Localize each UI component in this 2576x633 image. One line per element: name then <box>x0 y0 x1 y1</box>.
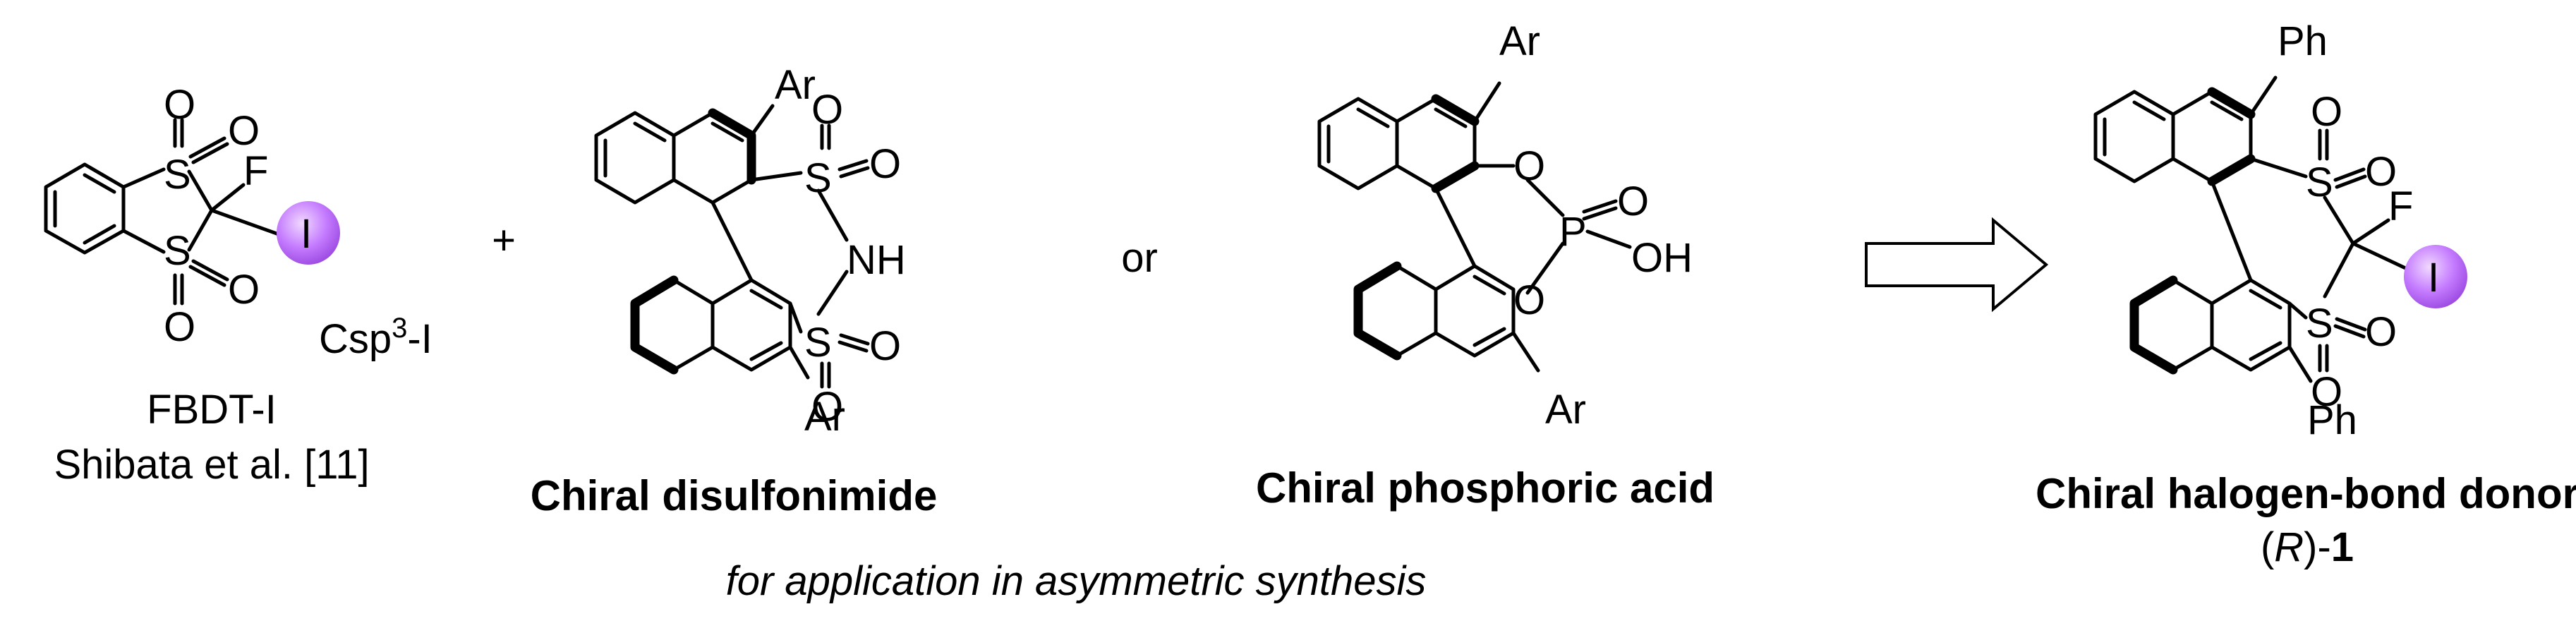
disulfonimide-ar-bonds <box>749 104 810 380</box>
donor-atom-s1: S <box>2306 159 2333 205</box>
phosphoric-atom-o-double: O <box>1617 179 1649 224</box>
phosphoric-p-o-bonds <box>1582 199 1632 249</box>
phosphoric-ring-bonds <box>1473 164 1565 335</box>
fbdt-i-structure: S S O O O O F I Csp3-I FBDT-I Shibata et… <box>44 82 433 488</box>
fbdt-atom-i: I <box>301 211 312 257</box>
phosphoric-atom-oh: OH <box>1631 235 1693 281</box>
plus-sign: + <box>492 217 516 263</box>
fbdt-benzene-ring <box>44 162 126 255</box>
phosphoric-ar-bonds <box>1473 81 1540 373</box>
fbdt-iodine-sphere <box>277 201 340 265</box>
donor-ph-bonds <box>2249 76 2313 383</box>
fbdt-benzene-inner-bonds <box>53 173 116 245</box>
disulfonimide-caption: Chiral disulfonimide <box>531 472 938 519</box>
donor-caption: Chiral halogen-bond donor <box>2036 470 2576 517</box>
donor-atom-o2a: O <box>2311 369 2342 415</box>
donor-upper-bold-bonds <box>2207 87 2256 186</box>
disulfonimide-atom-o2a: O <box>811 384 843 430</box>
phosphoric-lower-bold-bonds <box>1353 261 1402 361</box>
donor-upper-naphthalene <box>2093 90 2253 183</box>
disulfonimide-structure: Ar Ar S S O O O O NH Chiral disulfonimid… <box>531 62 938 519</box>
disulfonimide-atom-o2b: O <box>869 323 901 369</box>
fbdt-s-o-bonds <box>173 118 229 306</box>
donor-atom-s2: S <box>2306 301 2333 346</box>
donor-biaryl-axis <box>2210 179 2253 282</box>
fbdt-atom-o2a: O <box>164 304 195 350</box>
fbdt-reference: Shibata et al. [11] <box>54 442 369 488</box>
application-footnote: for application in asymmetric synthesis <box>726 558 1427 604</box>
halogen-bond-donor-structure: Ph Ph S S O O O O F I Chiral halogen-bon… <box>2036 18 2576 570</box>
disulfonimide-lower-bold-bonds <box>630 275 679 375</box>
phosphoric-caption: Chiral phosphoric acid <box>1256 464 1715 512</box>
fbdt-atom-s2: S <box>164 228 191 274</box>
disulfonimide-atom-s2: S <box>804 320 832 366</box>
donor-atom-i: I <box>2428 255 2439 301</box>
disulfonimide-s-o-bonds <box>820 123 870 389</box>
disulfonimide-atom-ar-top: Ar <box>775 62 816 108</box>
phosphoric-acid-structure: Ar Ar O O P O OH Chiral phosphoric acid <box>1256 18 1715 512</box>
donor-c-f-bond <box>2351 218 2390 246</box>
or-label: or <box>1121 235 1158 281</box>
fbdt-atom-o1b: O <box>228 108 260 154</box>
reaction-arrow <box>1865 217 2049 313</box>
donor-atom-ph-bottom: Ph <box>2307 397 2357 443</box>
donor-iodine-sphere <box>2404 245 2467 308</box>
fbdt-atom-o1a: O <box>164 82 195 128</box>
donor-atom-o1b: O <box>2365 149 2397 195</box>
fbdt-atom-f: F <box>243 148 268 194</box>
fbdt-name: FBDT-I <box>147 387 277 433</box>
phosphoric-atom-o-top: O <box>1513 143 1545 189</box>
disulfonimide-ring-bonds <box>749 171 849 334</box>
phosphoric-biaryl-axis <box>1434 186 1477 268</box>
csp3-i-label: Csp3-I <box>319 313 433 362</box>
phosphoric-upper-bold-bonds <box>1431 94 1480 193</box>
donor-atom-o2b: O <box>2365 309 2397 355</box>
disulfonimide-atom-s1: S <box>804 155 832 201</box>
disulfonimide-atom-ar-bottom: Ar <box>804 394 845 440</box>
disulfonimide-atom-o1a: O <box>811 87 843 133</box>
donor-compound-label: (R)-1 <box>2261 524 2354 570</box>
phosphoric-atom-p: P <box>1559 209 1587 255</box>
disulfonimide-upper-bold-bonds <box>708 108 756 185</box>
donor-atom-f: F <box>2388 183 2413 229</box>
fbdt-atom-s1: S <box>164 152 191 198</box>
phosphoric-atom-ar-bottom: Ar <box>1545 387 1586 433</box>
disulfonimide-atom-o1b: O <box>869 141 901 187</box>
fbdt-c-i-bond <box>210 208 281 236</box>
fbdt-atom-o2b: O <box>228 267 260 313</box>
donor-atom-ph-top: Ph <box>2278 18 2328 64</box>
donor-lower-bold-bonds <box>2129 275 2178 375</box>
phosphoric-upper-naphthalene <box>1317 97 1477 191</box>
fbdt-thiolane-bonds <box>121 167 214 254</box>
phosphoric-atom-o-bottom: O <box>1513 277 1545 323</box>
donor-ring-bonds <box>2249 157 2355 320</box>
donor-c-i-bond <box>2351 241 2415 274</box>
donor-atom-o1a: O <box>2311 89 2342 135</box>
disulfonimide-atom-nh: NH <box>847 237 906 283</box>
donor-s-o-bonds <box>2318 128 2367 373</box>
phosphoric-atom-ar-top: Ar <box>1499 18 1540 64</box>
fbdt-c-f-bond <box>210 183 246 212</box>
disulfonimide-biaryl-axis <box>710 200 754 282</box>
